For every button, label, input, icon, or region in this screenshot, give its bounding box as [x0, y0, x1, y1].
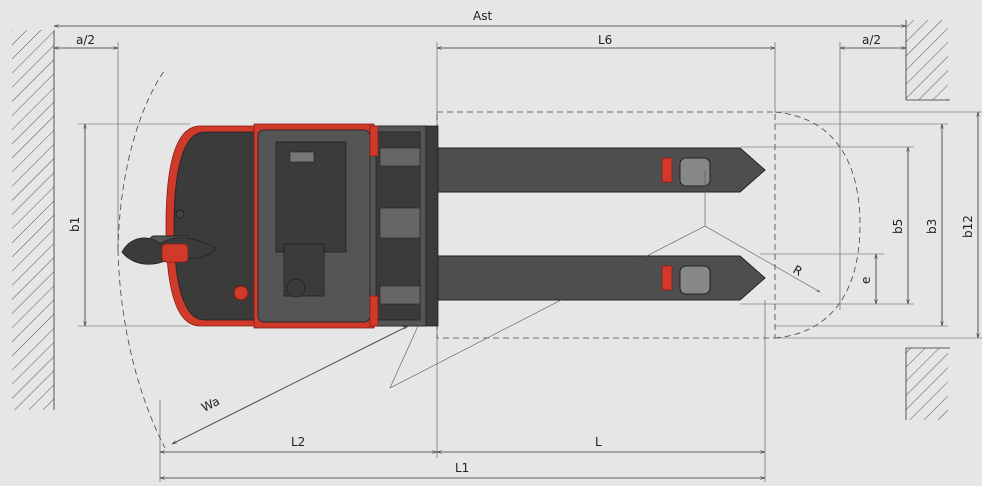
label-l2: L2	[291, 435, 305, 449]
label-ast: Ast	[473, 9, 492, 23]
fork-bottom	[437, 255, 766, 301]
fork-top	[437, 147, 766, 193]
dim-b12: b12	[775, 111, 982, 339]
turning-radius: R	[389, 170, 820, 389]
wall-left	[12, 30, 55, 410]
dim-b3: b3	[775, 123, 948, 327]
dim-l1: L1	[160, 461, 765, 478]
label-b5: b5	[891, 219, 905, 234]
label-a2-right: a/2	[862, 33, 881, 47]
wall-right-top	[905, 20, 950, 101]
label-l6: L6	[598, 33, 612, 47]
dim-l2: L2	[159, 326, 438, 482]
dim-e: e	[760, 253, 884, 304]
label-a2-left: a/2	[76, 33, 95, 47]
label-l1: L1	[455, 461, 469, 475]
dim-b5: b5	[740, 146, 914, 305]
tiller-handle	[121, 209, 217, 265]
dim-a2-right: a/2	[839, 33, 906, 310]
label-e: e	[859, 277, 873, 284]
dim-l: L	[437, 300, 766, 482]
label-b3: b3	[925, 219, 939, 234]
label-wa: Wa	[199, 394, 222, 415]
dim-wa: Wa	[172, 326, 408, 444]
pallet-truck	[121, 123, 439, 329]
label-b1: b1	[68, 217, 82, 232]
wall-right-bottom	[905, 347, 950, 420]
dim-a2-left: a/2	[54, 33, 119, 250]
label-l: L	[595, 435, 602, 449]
dim-l6: L6	[436, 33, 776, 125]
dim-ast: Ast	[54, 9, 906, 26]
label-b12: b12	[961, 215, 975, 238]
